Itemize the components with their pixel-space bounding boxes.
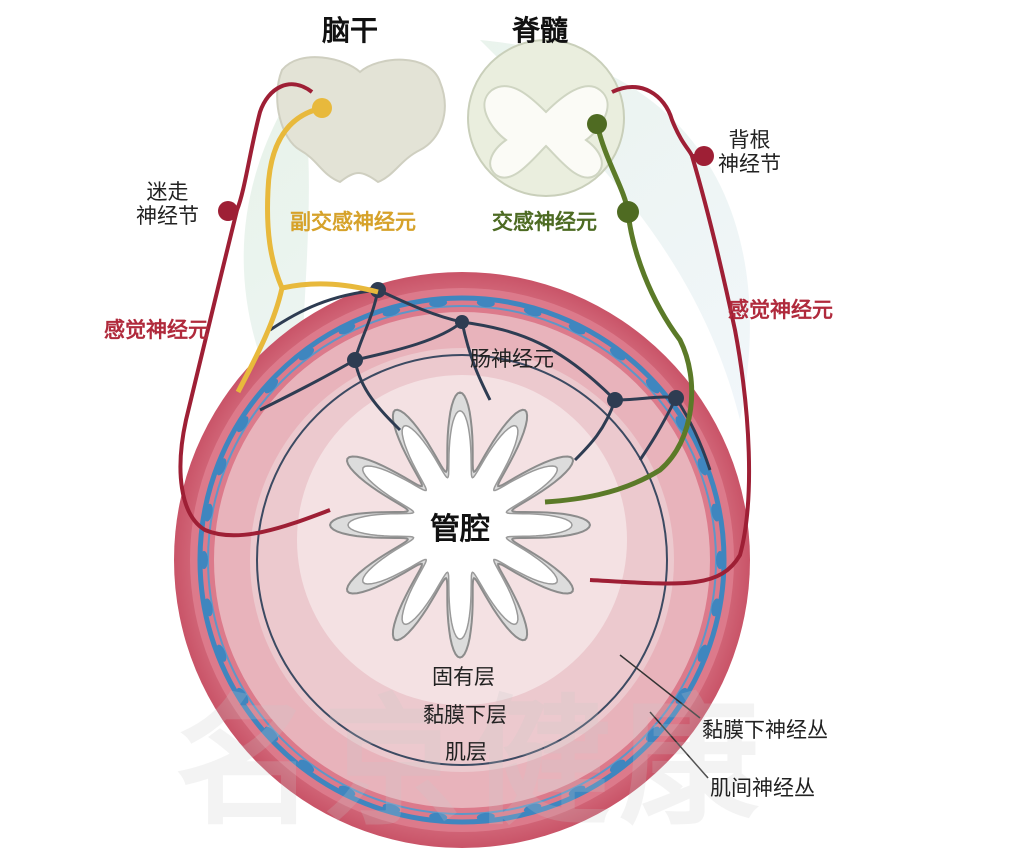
plexus-bead <box>568 785 586 797</box>
brainstem-section <box>276 56 446 184</box>
plexus-bead <box>609 759 626 773</box>
plexus-bead <box>645 726 660 741</box>
plexus-bead <box>382 307 401 317</box>
plexus-bead <box>264 379 279 394</box>
plexus-bead <box>697 644 708 662</box>
plexus-bead <box>298 759 315 773</box>
plexus-bead <box>204 598 213 617</box>
plexus-bead <box>523 803 542 813</box>
label-parasympathetic-neuron: 副交感神经元 <box>290 210 416 234</box>
plexus-bead <box>216 644 227 662</box>
watermark: 名京健康 <box>175 682 768 845</box>
plexus-bead <box>697 458 708 476</box>
label-enteric-neuron: 肠神经元 <box>470 347 554 371</box>
label-vagal-ganglion: 迷走 神经节 <box>136 180 199 229</box>
label-submucosa: 黏膜下层 <box>423 703 507 727</box>
plexus-bead <box>711 598 720 617</box>
label-myenteric-plexus: 肌间神经丛 <box>710 776 815 800</box>
dorsal-root-ganglion-body <box>694 146 714 166</box>
vagal-ganglion-body <box>218 201 238 221</box>
plexus-bead <box>609 347 626 361</box>
plexus-bead <box>338 785 356 797</box>
plexus-bead <box>236 687 249 704</box>
label-spinal-cord: 脊髓 <box>512 14 569 47</box>
label-submucosal-plexus: 黏膜下神经丛 <box>702 718 828 742</box>
label-sympathetic-neuron: 交感神经元 <box>492 210 597 234</box>
parasympathetic-soma <box>312 98 332 118</box>
plexus-bead <box>716 551 724 569</box>
plexus-bead <box>429 299 448 308</box>
spinal-cord-grey-matter <box>483 85 609 179</box>
plexus-bead <box>476 812 495 821</box>
plexus-bead <box>382 803 401 813</box>
plexus-bead <box>236 416 249 433</box>
plexus-bead <box>264 726 279 741</box>
plexus-bead <box>298 347 315 361</box>
label-lamina-propria: 固有层 <box>432 665 495 689</box>
sympathetic-preganglionic-soma <box>587 114 607 134</box>
submucosal-plexus-leader <box>619 654 701 719</box>
plexus-bead <box>429 812 448 821</box>
submucosal-plexus-ring <box>256 354 668 766</box>
plexus-bead <box>568 323 586 335</box>
plexus-bead <box>711 503 720 522</box>
label-brainstem: 脑干 <box>322 14 379 47</box>
enteric-network <box>259 288 712 471</box>
background-leaf-watermark <box>243 40 750 440</box>
plexus-beads <box>200 299 724 821</box>
label-dorsal-root-ganglion: 背根 神经节 <box>718 128 781 177</box>
label-sensory-neuron-right: 感觉神经元 <box>728 298 833 322</box>
plexus-bead <box>675 687 688 704</box>
plexus-bead <box>645 379 660 394</box>
plexus-bead <box>338 323 356 335</box>
sympathetic-neuron <box>544 123 695 505</box>
label-muscle-layer: 肌层 <box>445 740 487 764</box>
plexus-bead <box>200 551 208 569</box>
myenteric-plexus-leader <box>649 711 709 779</box>
plexus-bead <box>216 458 227 476</box>
parasympathetic-neuron <box>235 105 379 394</box>
plexus-bead <box>204 503 213 522</box>
label-lumen: 管腔 <box>430 512 490 547</box>
plexus-bead <box>476 299 495 308</box>
plexus-bead <box>523 307 542 317</box>
sympathetic-postganglionic-soma <box>617 201 639 223</box>
lumen-space <box>347 410 573 640</box>
label-sensory-neuron-left: 感觉神经元 <box>104 318 209 342</box>
